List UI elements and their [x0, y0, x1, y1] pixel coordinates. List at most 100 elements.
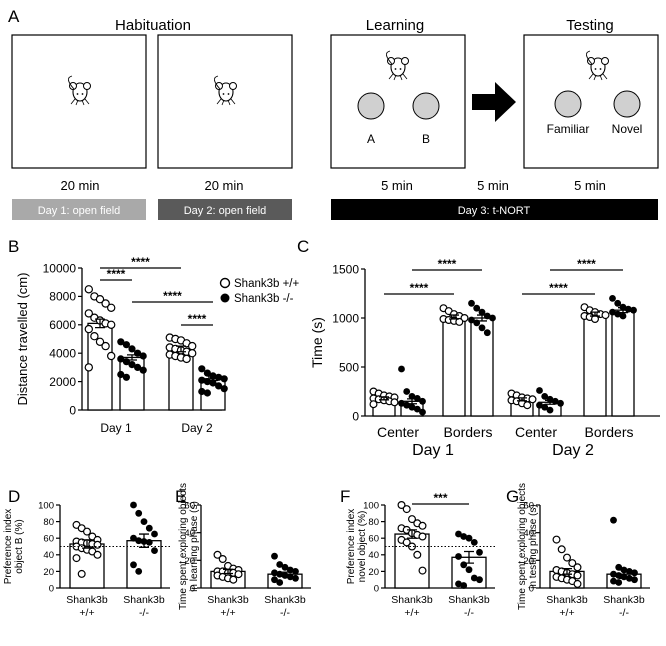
chart-b-point — [117, 355, 125, 363]
chart-c-point — [468, 299, 475, 307]
day1-bar-label: Day 1: open field — [38, 205, 121, 217]
chart-G-point — [615, 572, 623, 579]
chart-c-day-label: Day 1 — [412, 442, 454, 459]
chart-F-x-label: +/+ — [404, 607, 419, 619]
chart-b-point — [95, 295, 105, 304]
chart-c-x-label: Borders — [443, 424, 492, 440]
chart-D-y-label: object B (%) — [14, 519, 25, 573]
chart-E-y-tick-label: 20 — [184, 556, 195, 567]
chart-b-point — [117, 370, 125, 379]
chart-F-error — [407, 529, 417, 539]
chart-b-point — [122, 373, 130, 381]
chart-c-point — [460, 314, 469, 323]
chart-G-y-tick-label: 60 — [523, 500, 534, 511]
chart-F-y-label: Preference index — [346, 509, 357, 585]
chart-F-point — [408, 515, 417, 524]
chart-b-y-tick-label: 2000 — [49, 375, 76, 389]
chart-c-point — [419, 397, 426, 405]
chart-b-point — [84, 285, 94, 294]
chart-E-y-label: Time spent exploring objects — [178, 483, 189, 610]
arrow-right-icon — [472, 82, 516, 122]
chart-c-error — [407, 398, 417, 405]
chart-c-point — [557, 399, 564, 407]
chart-c-point — [390, 398, 399, 407]
chart-c-point — [398, 365, 405, 373]
chart-b-point — [84, 324, 94, 334]
day3-bar — [331, 199, 658, 220]
chart-f: 020406080100Shank3b+/+Shank3b-/-Preferen… — [346, 491, 495, 619]
chart-b-sig-4-stars: **** — [188, 312, 207, 326]
chart-c-point — [546, 406, 554, 414]
chart-b-point — [203, 369, 211, 377]
chart-b-point — [84, 309, 94, 318]
duration-day2: 20 min — [204, 178, 243, 193]
chart-b-point — [101, 299, 110, 308]
chart-D-error — [139, 533, 149, 548]
chart-E-x-label: Shank3b — [264, 594, 306, 606]
chart-D-x-label: Shank3b — [66, 594, 108, 606]
chart-c-point — [489, 314, 496, 322]
chart-b-y-label: Distance travelled (cm) — [15, 273, 30, 406]
chart-F-point — [418, 532, 427, 541]
chart-b-point — [215, 373, 223, 381]
chart-c-point — [609, 308, 616, 316]
chart-c-point — [413, 395, 421, 402]
chart-b-point — [106, 303, 116, 312]
chart-c-y-tick-label: 1000 — [332, 311, 359, 325]
chart-c-day-label: Day 2 — [552, 442, 594, 459]
chart-F-y-tick-label: 0 — [374, 583, 379, 594]
chart-D-y-tick-label: 100 — [38, 500, 54, 511]
object-circle-3 — [613, 90, 641, 118]
chart-F-point — [460, 582, 468, 589]
chart-D-x-label: +/+ — [79, 607, 94, 619]
chart-D-point — [151, 530, 158, 538]
chart-F-point — [397, 501, 406, 510]
chart-D-point — [135, 509, 143, 517]
chart-E-point — [292, 574, 299, 582]
chart-G-y-label: in testing phase (s) — [528, 504, 539, 589]
chart-b-point — [84, 363, 94, 372]
day2-bar-label: Day 2: open field — [184, 205, 267, 217]
chart-c-error — [545, 399, 555, 405]
chart-D-x-label: -/- — [139, 607, 149, 619]
chart-F-y-tick-label: 80 — [368, 517, 379, 528]
chart-c-point — [619, 312, 627, 320]
chart-c-point — [546, 395, 554, 403]
chart-b-y-tick-label: 6000 — [49, 318, 76, 332]
chart-c-point — [541, 393, 549, 400]
chart-F-point — [465, 566, 473, 574]
panel-letter-f: F — [340, 487, 350, 506]
chart-E-point — [271, 552, 278, 560]
chart-E-point — [276, 579, 284, 586]
chart-G-point — [573, 563, 582, 572]
chart-E-x-label: +/+ — [220, 607, 235, 619]
chart-d: 020406080100Shank3b+/+Shank3b-/-Preferen… — [3, 500, 170, 619]
chart-c-point — [455, 317, 464, 326]
chart-c-error — [618, 307, 628, 314]
object-circle-2 — [554, 90, 582, 118]
chart-b-y-tick-label: 10000 — [43, 261, 77, 275]
chart-F-y-tick-label: 40 — [368, 550, 379, 561]
panel-letter-c: C — [297, 237, 309, 256]
chart-b-point — [220, 375, 228, 383]
chart-c-sig-4-stars: **** — [577, 257, 596, 271]
chart-F-point — [418, 521, 427, 530]
chart-G-x-label: +/+ — [559, 607, 574, 619]
chart-G-x-label: -/- — [619, 607, 629, 619]
chart-b-point — [187, 341, 197, 351]
chart-F-x-label: Shank3b — [391, 594, 433, 606]
chart-E-y-label: in learning phase (s) — [189, 501, 200, 592]
chart-c-point — [630, 306, 637, 314]
chart-E-point — [229, 575, 238, 584]
day3-bar-label: Day 3: t-NORT — [458, 205, 531, 217]
chart-F-x-label: -/- — [464, 607, 474, 619]
chart-b-point — [198, 376, 206, 384]
chart-G-point — [615, 579, 623, 586]
chart-D-point — [72, 554, 81, 563]
chart-b-point — [203, 378, 211, 386]
chart-G-y-tick-label: 20 — [523, 556, 534, 567]
chart-F-point — [465, 534, 473, 542]
chart-c-point — [483, 329, 491, 337]
